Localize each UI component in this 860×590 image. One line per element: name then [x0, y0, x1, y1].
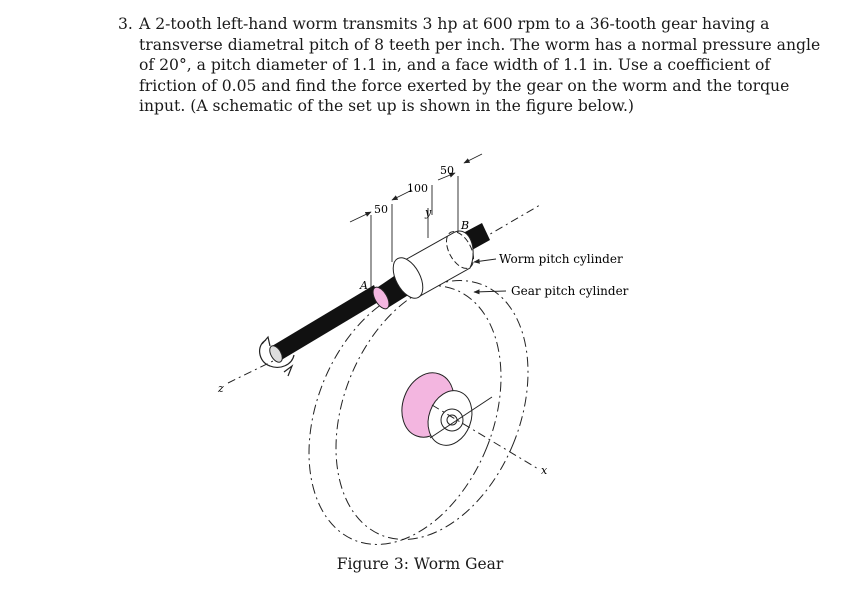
problem-line-1: A 2-tooth left-hand worm transmits 3 hp …: [139, 15, 770, 33]
problem-number: 3.: [118, 15, 133, 33]
point-label-a: A: [359, 279, 368, 292]
axis-label-x: x: [541, 464, 548, 477]
figure-caption: Figure 3: Worm Gear: [0, 555, 860, 573]
callout-leaders: [473, 258, 507, 295]
worm-pitch-label: Worm pitch cylinder: [499, 252, 623, 266]
worm-pitch-cylinder: [392, 230, 475, 299]
point-label-b: B: [460, 219, 469, 232]
problem-statement: 3. A 2-tooth left-hand worm transmits 3 …: [118, 14, 821, 117]
dim-label-left: 50: [374, 203, 388, 216]
gear-pitch-cylinder: [308, 280, 529, 545]
rotation-arrow: [259, 335, 295, 377]
gear-pitch-label: Gear pitch cylinder: [511, 284, 629, 298]
figure-caption-text: Figure 3: Worm Gear: [336, 555, 504, 573]
z-axis-line: [227, 204, 541, 384]
problem-line-3: of 20°, a pitch diameter of 1.1 in, and …: [139, 56, 771, 75]
problem-line-2: transverse diametral pitch of 8 teeth pe…: [139, 35, 821, 54]
x-axis-line: [429, 396, 541, 471]
axis-label-y: y: [424, 206, 432, 219]
gear-hub: [401, 372, 473, 446]
problem-line-5: input. (A schematic of the set up is sho…: [139, 97, 635, 116]
dim-label-right: 50: [440, 164, 454, 177]
dimension-lines: [349, 153, 483, 290]
dim-label-middle: 100: [407, 182, 428, 195]
problem-line-4: friction of 0.05 and find the force exer…: [139, 76, 790, 95]
axis-label-z: z: [217, 382, 224, 395]
